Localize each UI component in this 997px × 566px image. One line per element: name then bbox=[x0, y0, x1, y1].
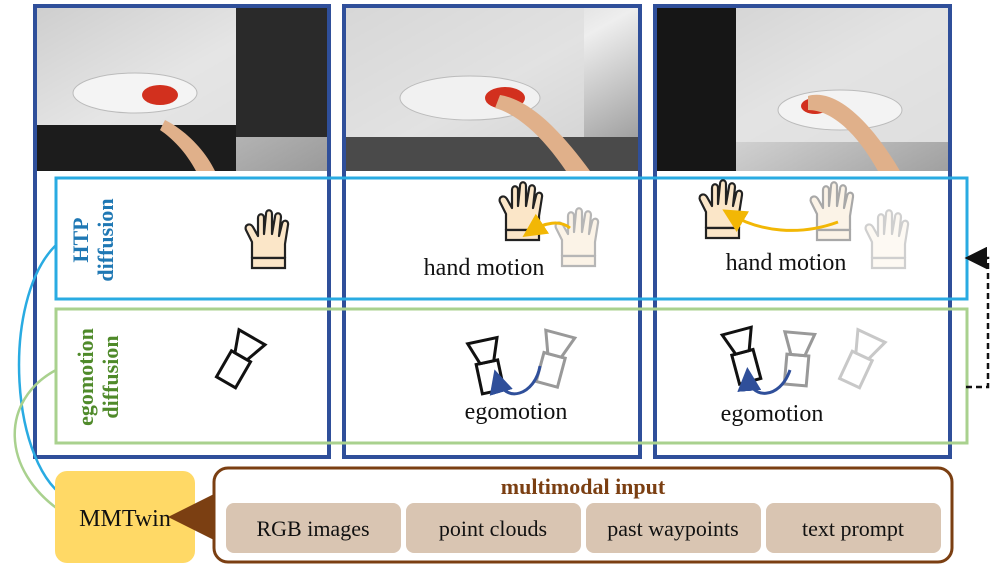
htp-band bbox=[54, 176, 969, 301]
input-chip-label: past waypoints bbox=[607, 516, 738, 541]
input-chip: RGB images bbox=[226, 503, 401, 553]
input-chip-label: RGB images bbox=[256, 516, 369, 541]
hand-trail-2 bbox=[522, 213, 571, 237]
mmtwin-label: MMTwin bbox=[79, 506, 171, 532]
hand-glove-icon bbox=[698, 179, 744, 240]
egomotion-band bbox=[54, 307, 969, 445]
ego-label-2: diffusion bbox=[98, 335, 123, 418]
htp-label-2: diffusion bbox=[93, 198, 118, 281]
input-chip: past waypoints bbox=[586, 503, 761, 553]
scene-photo-3 bbox=[656, 7, 948, 171]
input-chip-label: point clouds bbox=[439, 516, 547, 541]
multimodal-input-title: multimodal input bbox=[501, 474, 666, 499]
ego-label-1: egomotion bbox=[73, 328, 98, 426]
input-chip-label: text prompt bbox=[802, 516, 904, 541]
camera-icon bbox=[530, 328, 577, 390]
input-chip: text prompt bbox=[766, 503, 941, 553]
hand-glove-icon bbox=[864, 209, 910, 270]
hand-glove-icon bbox=[244, 209, 290, 270]
camera-icon bbox=[720, 325, 767, 387]
hand-glove-icon bbox=[498, 181, 544, 242]
hand-motion-label-3: hand motion bbox=[726, 250, 847, 276]
egomotion-label-3: egomotion bbox=[721, 401, 824, 427]
camera-icon bbox=[834, 328, 887, 391]
feedback-arrow bbox=[964, 246, 990, 389]
link-to-ego bbox=[13, 368, 63, 514]
scene-photo-2 bbox=[344, 7, 638, 171]
hand-glove-icon bbox=[809, 181, 855, 242]
panel-1 bbox=[33, 4, 331, 459]
ego-trail-2 bbox=[489, 365, 542, 396]
camera-icon bbox=[211, 328, 267, 392]
input-chip: point clouds bbox=[406, 503, 581, 553]
link-to-htp bbox=[17, 244, 71, 502]
hand-glove-icon bbox=[554, 207, 600, 268]
scene-photo-1 bbox=[36, 7, 328, 171]
panel-3 bbox=[653, 4, 952, 459]
hand-trail-3 bbox=[722, 209, 839, 233]
mmtwin-box bbox=[55, 471, 195, 563]
ego-trail-3 bbox=[737, 367, 792, 395]
hand-motion-label-2: hand motion bbox=[424, 255, 545, 281]
panel-2 bbox=[342, 4, 642, 459]
egomotion-label-2: egomotion bbox=[465, 399, 568, 425]
htp-label-1: HTP bbox=[68, 217, 93, 262]
